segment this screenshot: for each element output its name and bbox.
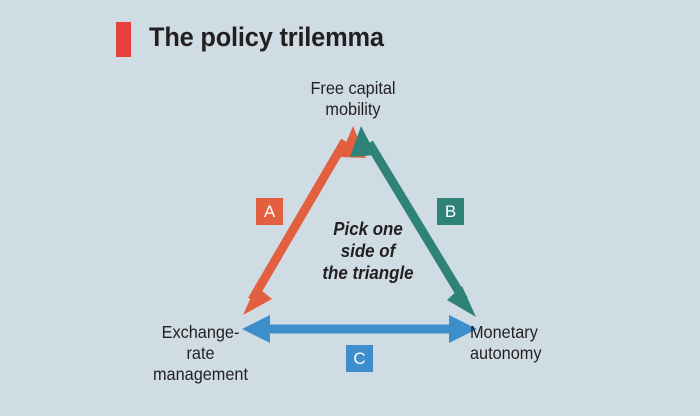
centre-caption: Pick one side of the triangle (322, 219, 414, 283)
side-badge-b: B (437, 198, 464, 225)
node-label-monetary-autonomy: Monetary autonomy (470, 322, 542, 363)
side-b-arrow (350, 126, 476, 317)
node-label-exchange-rate-management: Exchange- rate management (152, 322, 249, 384)
node-label-free-capital-mobility: Free capital mobility (310, 78, 396, 119)
side-badge-c: C (346, 345, 373, 372)
chart-header: The policy trilemma (116, 22, 399, 57)
side-c-arrow (242, 315, 477, 343)
page-title: The policy trilemma (149, 22, 384, 52)
title-rule (116, 22, 131, 57)
side-badge-a: A (256, 198, 283, 225)
